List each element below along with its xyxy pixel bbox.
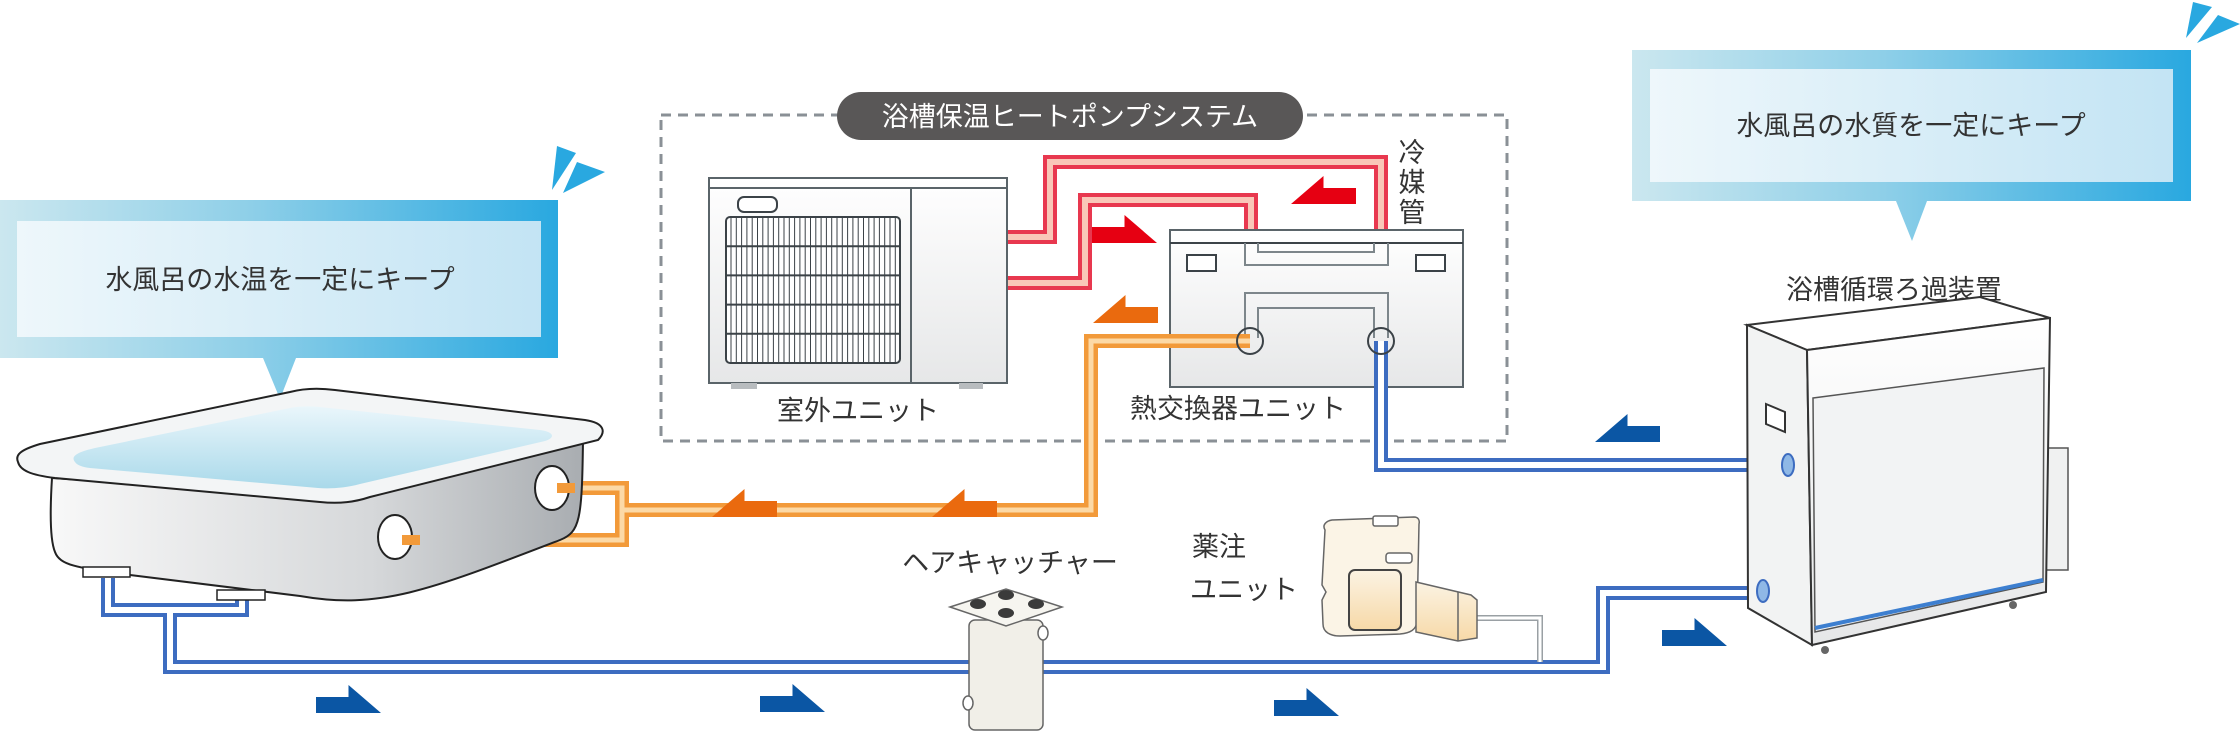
tub-foot [82, 566, 131, 578]
cold-bath-tub [16, 387, 604, 602]
refrigerant-label-char: 冷 [1399, 138, 1426, 169]
sparkle-icon [2186, 2, 2212, 38]
internal-coil-upper [1244, 243, 1389, 266]
flow-arrow-left-icon [1291, 176, 1356, 204]
hot-water-port [1236, 327, 1264, 355]
heat-pump-system-group: 浴槽保温ヒートポンプシステム [659, 92, 1509, 443]
hair-catcher-body [968, 619, 1044, 731]
grille-frame [725, 216, 901, 364]
hair-catcher: ヘアキャッチャー [902, 548, 1118, 731]
flow-arrow-left-icon [1093, 295, 1158, 323]
flow-arrow-right-icon [316, 685, 381, 713]
filtration-device: 浴槽循環ろ過装置 [1743, 275, 2069, 654]
refrigerant-pipes [1007, 155, 1388, 290]
chemical-unit-label-line1: 薬注 [1192, 532, 1246, 563]
flow-arrows [316, 176, 1727, 716]
flow-arrow-right-icon [1274, 688, 1339, 716]
internal-coil-lower [1244, 292, 1389, 338]
callout-water-temperature: 水風呂の水温を一定にキープ [0, 146, 605, 399]
hair-catcher-label: ヘアキャッチャー [902, 548, 1118, 579]
tub-body [49, 438, 585, 602]
tub-foot [216, 589, 266, 601]
flow-arrow-left-icon [712, 489, 777, 517]
heat-exchanger-vent [1186, 254, 1217, 272]
foot [959, 383, 983, 389]
hair-catcher-valve [1037, 625, 1049, 641]
sparkle-icon [2197, 15, 2240, 43]
caster [2009, 601, 2017, 609]
tub-water [73, 406, 552, 489]
callout-inner [1650, 69, 2173, 182]
tank-handle [1385, 552, 1413, 564]
internal-coil-lower-inner [1257, 307, 1375, 338]
return-port [1367, 327, 1395, 355]
heat-exchanger-ports [1236, 327, 1395, 355]
heat-exchanger-unit: 熱交換器ユニット 冷 媒 管 [1130, 138, 1464, 425]
flow-arrow-left-icon [932, 489, 997, 517]
refrigerant-pipe-label: 冷 媒 管 [1399, 138, 1426, 229]
hair-catcher-lid [947, 588, 1065, 627]
sparkle-icon [563, 162, 605, 193]
return-pipe-highlight [1378, 341, 1787, 468]
bolt [998, 590, 1014, 600]
caster [1821, 646, 1829, 654]
flow-arrow-left-icon [1595, 414, 1660, 442]
hair-catcher-drain [962, 695, 974, 711]
chemical-feed-tube [1477, 615, 1543, 662]
callout-inner [17, 221, 541, 337]
internal-coil-upper-inner [1257, 243, 1375, 253]
flow-arrow-right-icon [1662, 618, 1727, 646]
sparkle-icon [552, 146, 576, 190]
tank-cap [1372, 515, 1399, 527]
system-title-pill [837, 92, 1303, 140]
flow-arrow-right-icon [1092, 215, 1157, 243]
chemical-unit-label-line2: ユニット [1190, 575, 1298, 606]
fan-grille [725, 216, 901, 364]
filtration-inlet-port [1781, 453, 1795, 477]
callout-text: 水風呂の水質を一定にキープ [1736, 111, 2085, 142]
system-boundary [659, 113, 1509, 443]
chemical-feed-tube-highlight [1477, 616, 1542, 662]
outdoor-unit-label: 室外ユニット [777, 396, 939, 427]
refrigerant-label-char: 媒 [1399, 168, 1426, 199]
filtration-panel-window [1765, 402, 1786, 434]
bolt [1028, 599, 1044, 609]
callout-text: 水風呂の水温を一定にキープ [105, 265, 454, 296]
filtration-accent-stripe [1814, 578, 2044, 630]
foot [731, 383, 757, 389]
flow-arrow-right-icon [760, 684, 825, 712]
dosing-pump [1415, 581, 1478, 642]
tank-window [1348, 569, 1402, 631]
heat-exchanger-vent [1415, 254, 1446, 272]
refrigerant-pipe-outer-highlight [1007, 159, 1384, 240]
outdoor-unit: 室外ユニット [708, 177, 1008, 427]
bolt [998, 608, 1014, 618]
heat-exchanger-label: 熱交換器ユニット [1130, 394, 1346, 425]
chemical-dosing-unit: 薬注 ユニット [1190, 515, 1478, 642]
refrigerant-pipe-inner-highlight [1007, 197, 1254, 286]
filtration-side-face [1745, 323, 1814, 647]
bolt [970, 599, 986, 609]
callout-water-quality: 水風呂の水質を一定にキープ [1632, 2, 2240, 241]
filtration-inlet-port [1756, 579, 1770, 603]
filtration-side-box [2045, 447, 2069, 571]
refrigerant-label-char: 管 [1399, 198, 1426, 229]
outdoor-unit-badge [737, 196, 778, 213]
system-title: 浴槽保温ヒートポンプシステム [882, 102, 1258, 133]
